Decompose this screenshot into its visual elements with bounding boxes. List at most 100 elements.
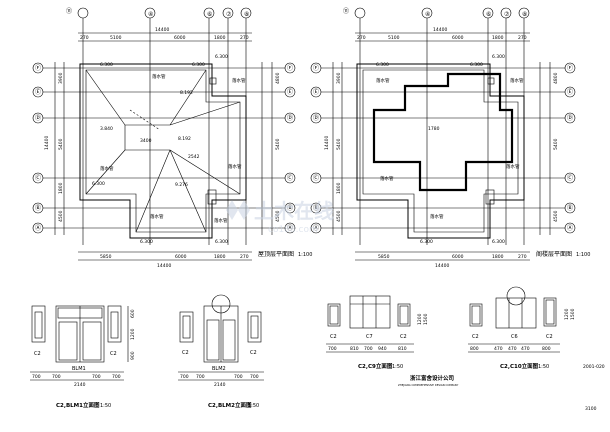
dim: 470 bbox=[494, 346, 503, 352]
dim: 700 bbox=[112, 374, 121, 380]
axis-label-top: ⑥ bbox=[207, 11, 212, 18]
axis-label-side: Ⓐ bbox=[313, 224, 319, 232]
dim: 940 bbox=[378, 346, 387, 352]
downpipe-note: 落水管 bbox=[228, 163, 242, 170]
dim: 6000 bbox=[452, 254, 464, 260]
elevation-c10 bbox=[468, 286, 560, 353]
attic-plan-labels: ⑪ ④ ⑥ ⑦ ⑧ 14400 270 5100 6000 1800 270 5… bbox=[313, 7, 590, 269]
window-tag: C2 bbox=[546, 334, 553, 340]
dim: 270 bbox=[240, 254, 249, 260]
axis-label-side: Ⓕ bbox=[287, 64, 293, 72]
axis-label-side: Ⓐ bbox=[35, 224, 41, 232]
dim: 700 bbox=[32, 374, 41, 380]
dim: 470 bbox=[521, 346, 530, 352]
dim: 700 bbox=[234, 374, 243, 380]
elevation-scale: 1:50 bbox=[538, 364, 549, 370]
dim: 1200 bbox=[130, 328, 136, 340]
dim: 5100 bbox=[110, 35, 122, 41]
dim: 5400 bbox=[336, 138, 342, 150]
elevation-c9-labels: C2 C7 C2 700 810 700 940 810 1200 1500 C… bbox=[328, 313, 429, 370]
axis-label-top: ④ bbox=[425, 11, 430, 18]
sheet-number: 3100 bbox=[585, 406, 597, 412]
axis-label-side: Ⓓ bbox=[287, 114, 293, 122]
axis-label-side: Ⓑ bbox=[287, 204, 293, 212]
watermark-url: co188.com bbox=[268, 225, 318, 235]
window-tag: C2 bbox=[400, 334, 407, 340]
window-tag: C7 bbox=[366, 334, 373, 340]
axis-label-side: Ⓑ bbox=[35, 204, 41, 212]
dim: 700 bbox=[196, 374, 205, 380]
dim: 800 bbox=[542, 346, 551, 352]
dim: 1800 bbox=[492, 254, 504, 260]
window-tag: C2 bbox=[110, 351, 117, 357]
axis-label-side: Ⓑ bbox=[313, 204, 319, 212]
axis-label-side: Ⓑ bbox=[567, 204, 573, 212]
dim: 700 bbox=[180, 374, 189, 380]
elevation-mark: 6.300 bbox=[100, 62, 113, 68]
drawing-number: 2001-020 bbox=[583, 364, 605, 370]
elevation-scale: 1:50 bbox=[100, 403, 111, 409]
axis-label-top: ⑧ bbox=[244, 11, 249, 18]
axis-label-side: Ⓒ bbox=[287, 174, 293, 182]
dim: 4500 bbox=[336, 210, 342, 222]
dim: 5400 bbox=[275, 138, 281, 150]
dim: 470 bbox=[508, 346, 517, 352]
elevation-mark: 6.300 bbox=[470, 62, 483, 68]
axis-label-side: Ⓓ bbox=[35, 114, 41, 122]
downpipe-note: 落水管 bbox=[150, 213, 164, 220]
elevation-title: C2,C10立面图 bbox=[500, 362, 539, 370]
window-tag: C2 bbox=[330, 334, 337, 340]
downpipe-note: 落水管 bbox=[152, 73, 166, 80]
title-block: 浙江富舍设计公司 ZHEJIANG COMPREHENSIVE DESIGN C… bbox=[398, 364, 605, 412]
dim: 1500 bbox=[570, 308, 576, 320]
door-tag: BLM1 bbox=[72, 366, 86, 372]
axis-label-side: Ⓒ bbox=[313, 174, 319, 182]
dim: 5400 bbox=[553, 138, 559, 150]
dim: 270 bbox=[518, 254, 527, 260]
roof-plan-labels: ⑪ ④ ⑥ ⑦ ⑧ 14400 270 5100 6000 1800 270 5… bbox=[35, 7, 312, 269]
axis-label-side: Ⓔ bbox=[287, 88, 293, 96]
dim: 4500 bbox=[58, 210, 64, 222]
axis-label-side: Ⓐ bbox=[567, 224, 573, 232]
elevation-mark: 6.300 bbox=[492, 239, 505, 245]
elevation-mark: 6.300 bbox=[92, 181, 105, 187]
dim: 1200 bbox=[564, 308, 570, 320]
dim: 800 bbox=[470, 346, 479, 352]
dim: 2140 bbox=[74, 382, 86, 388]
elevation-mark: 6.300 bbox=[215, 54, 228, 60]
elevation-mark: 8.192 bbox=[178, 136, 191, 142]
plan-scale: 1:100 bbox=[576, 252, 590, 258]
elevation-title: C2,BLM2立面图 bbox=[208, 401, 252, 409]
axis-label-side: Ⓕ bbox=[567, 64, 573, 72]
dim: 700 bbox=[328, 346, 337, 352]
elevation-mark: 3.840 bbox=[100, 126, 113, 132]
elevation-scale: 1:50 bbox=[392, 364, 403, 370]
dim: 6000 bbox=[452, 35, 464, 41]
axis-label-top: ⑧ bbox=[522, 11, 527, 18]
dim: 1780 bbox=[428, 126, 440, 132]
downpipe-note: 落水管 bbox=[376, 77, 390, 84]
downpipe-note: 落水管 bbox=[380, 175, 394, 182]
elevation-title: C2,C9立面图 bbox=[358, 362, 393, 370]
dim: 5850 bbox=[100, 254, 112, 260]
axis-label-side: Ⓕ bbox=[35, 64, 41, 72]
dim: 600 bbox=[130, 309, 136, 318]
downpipe-note: 落水管 bbox=[510, 77, 524, 84]
elevation-mark: 8.192 bbox=[180, 90, 193, 96]
dim: 900 bbox=[130, 351, 136, 360]
downpipe-note: 落水管 bbox=[100, 165, 114, 172]
elevation-mark: 6.300 bbox=[140, 239, 153, 245]
axis-label-side: Ⓓ bbox=[313, 114, 319, 122]
attic-plan bbox=[310, 7, 576, 261]
window-tag: C2 bbox=[250, 350, 257, 356]
dim: 2140 bbox=[214, 382, 226, 388]
dim: 700 bbox=[52, 374, 61, 380]
axis-label-top: ⑦ bbox=[226, 11, 232, 18]
dim: 4500 bbox=[553, 210, 559, 222]
watermark-text: 土木在线 bbox=[254, 199, 334, 223]
elevation-blm2 bbox=[178, 294, 264, 381]
elevation-blm1 bbox=[30, 305, 129, 381]
watermark: 土木在线 co188.com bbox=[226, 199, 334, 235]
dim: 700 bbox=[250, 374, 259, 380]
window-tag: C6 bbox=[511, 334, 518, 340]
